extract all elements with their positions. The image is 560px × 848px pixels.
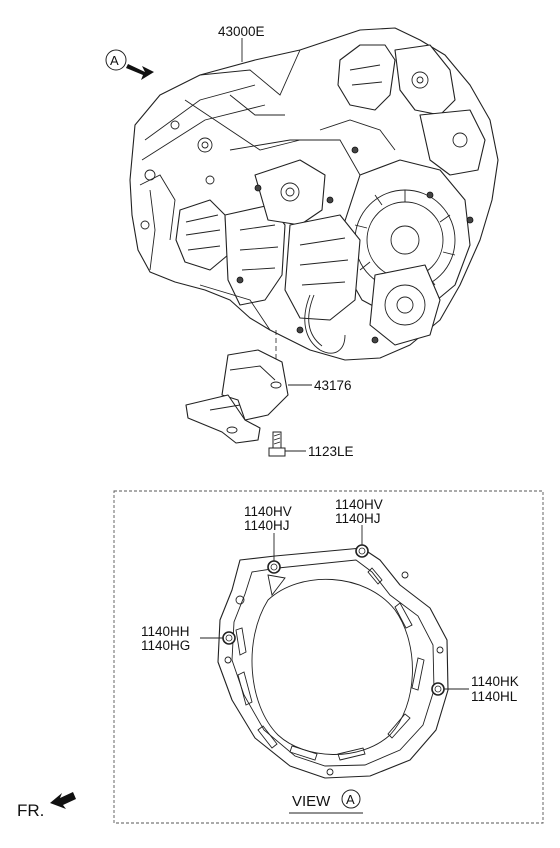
mount-bolt [268,431,286,457]
bolt-callout-4-line1: 1140HK [471,674,519,689]
front-arrow-icon [50,792,76,809]
bolt-callout-4-line2: 1140HL [471,689,518,704]
bolt-hole-3: 1140HH 1140HG [141,624,236,653]
view-a-frame [113,490,544,824]
bolt-part-number: 1123LE [308,444,354,459]
bolt-hole-1: 1140HV 1140HJ [244,504,292,574]
assembly-part-number: 43000E [218,24,265,39]
bolt-callout-3-line1: 1140HH [141,624,190,639]
view-a-marker-letter: A [110,53,119,68]
front-direction-indicator: FR. [17,792,76,820]
bolt-hole-4: 1140HK 1140HL [431,674,519,704]
bolt-hole-2: 1140HV 1140HJ [335,497,383,558]
bolt-callout-3-line2: 1140HG [141,638,190,653]
bolt-callout-2-line1: 1140HV [335,497,383,512]
bolt-callout-1-line2: 1140HJ [244,518,290,533]
bell-housing-face [217,547,449,779]
mount-bracket [185,349,289,444]
transmission-assembly [129,27,499,361]
view-a-title: VIEW A [289,789,363,814]
view-a-indicator: A [105,49,154,80]
front-label: FR. [17,801,44,820]
bolt-callout-2-line2: 1140HJ [335,511,381,526]
view-title-letter: A [346,792,355,807]
bolt-callout-1-line1: 1140HV [244,504,292,519]
mount-bracket-part-number: 43176 [314,378,352,393]
view-title-word: VIEW [292,793,331,810]
